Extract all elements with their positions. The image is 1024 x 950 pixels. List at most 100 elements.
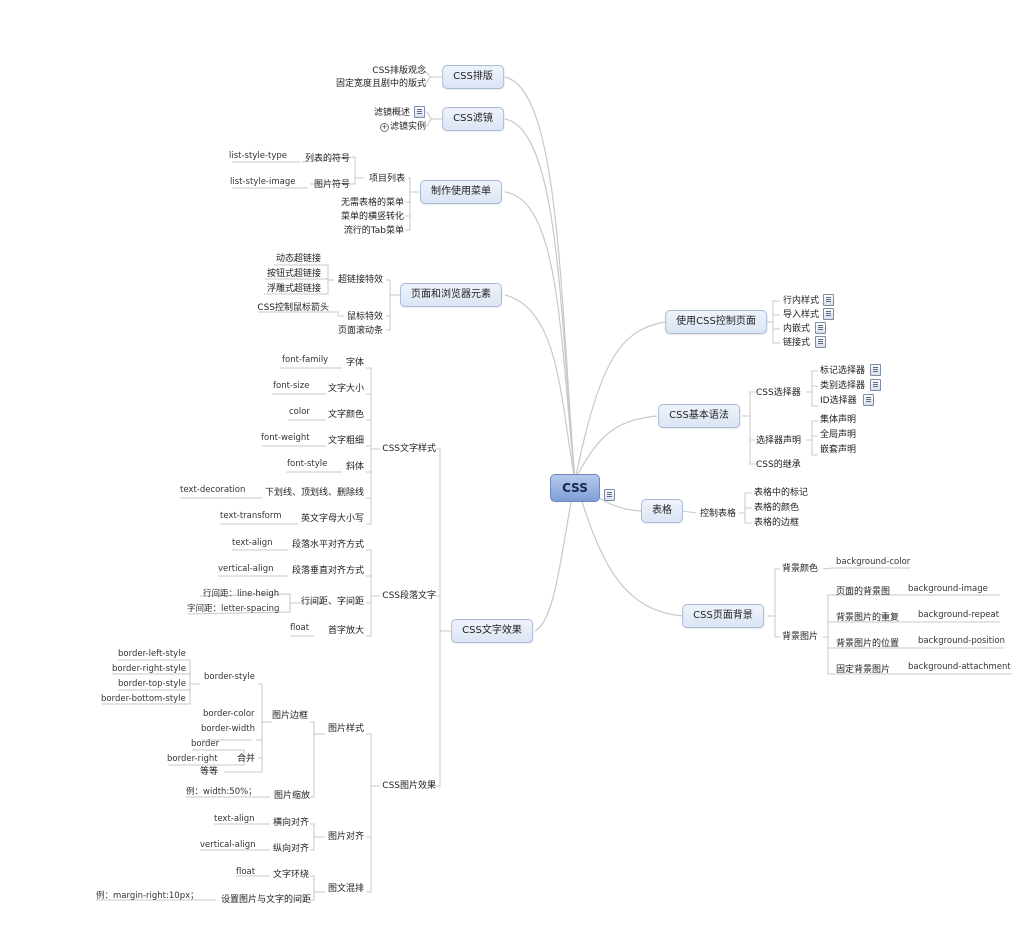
- border-etc: 等等: [200, 767, 219, 777]
- text-style-name: 斜体: [345, 462, 364, 472]
- paragraph-prop: float: [290, 623, 310, 633]
- page-scrollbar: 页面滚动条: [337, 326, 383, 336]
- text-style-prop: font-weight: [261, 433, 310, 443]
- typesetting-concept: CSS排版观念: [372, 66, 426, 76]
- note-icon[interactable]: [604, 489, 615, 501]
- hyperlink-emboss: 浮雕式超链接: [266, 284, 321, 294]
- topic-typesetting[interactable]: CSS排版: [442, 65, 504, 89]
- note-icon[interactable]: [870, 364, 881, 376]
- note-icon[interactable]: [870, 379, 881, 391]
- mouse-effects: 鼠标特效: [346, 312, 383, 322]
- image-text-wrap: 图文混排: [327, 884, 364, 894]
- paragraph-name: 行间距、字间距: [300, 597, 364, 607]
- central-topic[interactable]: CSS: [550, 474, 600, 502]
- topic-table[interactable]: 表格: [641, 499, 683, 523]
- topic-filters[interactable]: CSS滤镜: [442, 107, 504, 131]
- border-merge: 合并: [236, 754, 255, 764]
- background-row-name: 背景图片的重复: [836, 613, 900, 623]
- syntax-declaration: 选择器声明: [756, 436, 802, 446]
- image-border: 图片边框: [271, 711, 308, 721]
- table-item: 表格的边框: [754, 518, 800, 528]
- table-item: 表格的颜色: [754, 503, 800, 513]
- background-row-prop: background-attachment: [908, 662, 1011, 672]
- border-width: border-width: [201, 724, 256, 734]
- table-control: 控制表格: [700, 509, 737, 519]
- control-linked: 链接式: [783, 338, 811, 348]
- control-embedded: 内嵌式: [783, 324, 811, 334]
- menu-list-style-type: list-style-type: [229, 151, 287, 161]
- paragraph-name: 首字放大: [327, 626, 364, 636]
- border-merge-item: border-right: [167, 754, 218, 764]
- menu-tab: 流行的Tab菜单: [343, 226, 404, 236]
- menu-list-symbol: 列表的符号: [304, 154, 350, 164]
- border-style-item: border-right-style: [112, 664, 187, 674]
- topic-control-page[interactable]: 使用CSS控制页面: [665, 310, 767, 334]
- background-color-prop: background-color: [836, 557, 911, 567]
- expand-icon[interactable]: +: [380, 123, 389, 132]
- menu-orientation: 菜单的横竖转化: [340, 212, 404, 222]
- note-icon[interactable]: [863, 394, 874, 406]
- menu-item-list: 项目列表: [368, 174, 405, 184]
- declaration-item: 嵌套声明: [820, 445, 857, 455]
- selector-item: 标记选择器: [820, 366, 866, 376]
- paragraph-node: CSS段落文字: [382, 591, 436, 601]
- topic-syntax[interactable]: CSS基本语法: [658, 404, 740, 428]
- paragraph-name: 段落垂直对齐方式: [291, 566, 364, 576]
- image-effects-node: CSS图片效果: [382, 781, 436, 791]
- background-row-prop: background-position: [918, 636, 1006, 646]
- border-style: border-style: [204, 672, 255, 682]
- image-text-wrap-child: 文字环绕: [272, 870, 309, 880]
- image-h-align: 横向对齐: [272, 818, 309, 828]
- background-row-prop: background-image: [908, 584, 988, 594]
- table-item: 表格中的标记: [754, 488, 809, 498]
- image-spacing: 设置图片与文字的间距: [220, 895, 311, 905]
- filters-examples: 滤镜实例: [389, 122, 426, 132]
- hyperlink-button: 按钮式超链接: [266, 269, 321, 279]
- topic-menu[interactable]: 制作使用菜单: [420, 180, 502, 204]
- text-style-name: 文字粗细: [327, 436, 364, 446]
- topic-background[interactable]: CSS页面背景: [682, 604, 764, 628]
- image-v-align-prop: vertical-align: [200, 840, 256, 850]
- paragraph-prop: 行间距：line-heigh: [203, 589, 280, 599]
- border-style-item: border-bottom-style: [101, 694, 186, 704]
- text-style-prop: color: [289, 407, 310, 417]
- image-style: 图片样式: [327, 724, 364, 734]
- paragraph-prop: vertical-align: [218, 564, 274, 574]
- note-icon[interactable]: [815, 336, 826, 348]
- text-style-prop: font-size: [273, 381, 310, 391]
- topic-text-effects[interactable]: CSS文字效果: [451, 619, 533, 643]
- note-icon[interactable]: [815, 322, 826, 334]
- declaration-item: 全局声明: [820, 430, 857, 440]
- text-style-name: 字体: [345, 358, 364, 368]
- menu-list-image: 图片符号: [313, 180, 350, 190]
- image-spacing-example: 例：margin-right:10px；: [96, 891, 199, 901]
- selector-item: ID选择器: [820, 396, 857, 406]
- syntax-inherit: CSS的继承: [756, 460, 801, 470]
- topic-page-elements[interactable]: 页面和浏览器元素: [400, 283, 502, 307]
- text-style-prop: text-transform: [220, 511, 282, 521]
- border-style-item: border-left-style: [118, 649, 186, 659]
- text-style-name: 文字颜色: [327, 410, 364, 420]
- typesetting-fixed-width: 固定宽度且剧中的版式: [335, 79, 426, 89]
- hyperlink-dynamic: 动态超链接: [275, 254, 321, 264]
- border-style-item: border-top-style: [118, 679, 186, 689]
- background-row-prop: background-repeat: [918, 610, 1000, 620]
- background-row-name: 页面的背景图: [836, 587, 891, 597]
- note-icon[interactable]: [823, 308, 834, 320]
- border-merge-item: border: [191, 739, 220, 749]
- image-align: 图片对齐: [327, 832, 364, 842]
- text-style-prop: text-decoration: [180, 485, 246, 495]
- text-style-name: 英文字母大小写: [300, 514, 364, 524]
- image-h-align-prop: text-align: [214, 814, 255, 824]
- image-scale: 图片缩放: [273, 791, 310, 801]
- image-text-wrap-prop: float: [236, 867, 256, 877]
- background-color-node: 背景颜色: [782, 564, 819, 574]
- text-style-name: 下划线、顶划线、删除线: [264, 488, 364, 498]
- image-scale-example: 例：width:50%；: [186, 787, 257, 797]
- note-icon[interactable]: [414, 106, 425, 118]
- text-style-name: 文字大小: [327, 384, 364, 394]
- declaration-item: 集体声明: [820, 415, 857, 425]
- menu-list-style-image: list-style-image: [230, 177, 296, 187]
- note-icon[interactable]: [823, 294, 834, 306]
